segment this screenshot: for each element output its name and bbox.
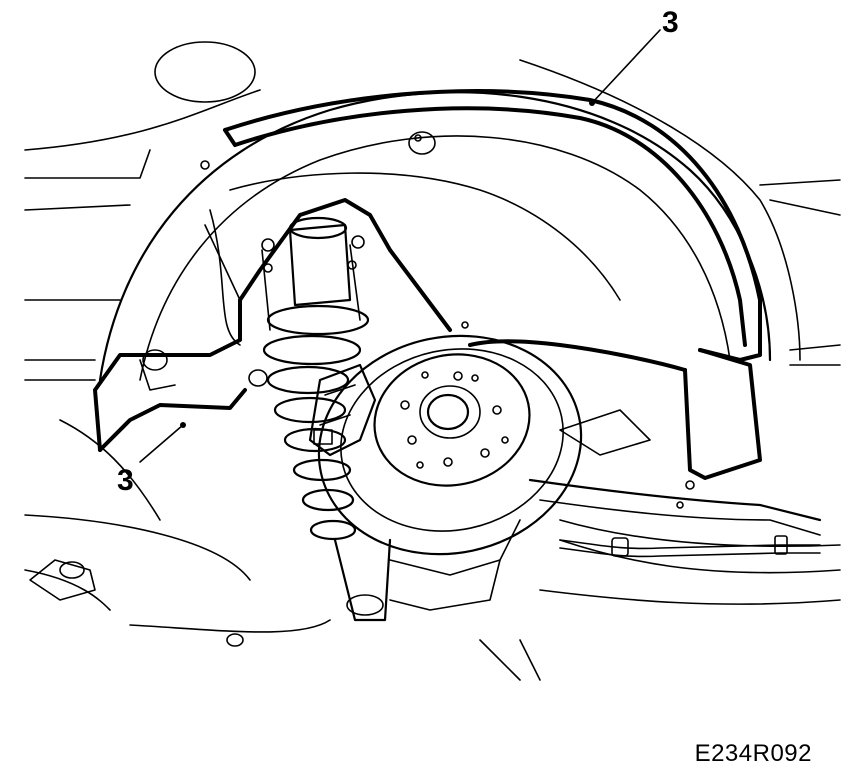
callout-bottom: 3 — [117, 422, 186, 497]
suspension-arm — [333, 409, 822, 622]
brake-disc — [317, 334, 583, 556]
wheelhouse-outline — [98, 91, 772, 509]
figure-code: E234R092 — [694, 740, 812, 767]
callout-top: 3 — [589, 6, 679, 106]
shock-absorber — [261, 216, 365, 331]
brake-line — [559, 535, 821, 558]
coil-spring — [248, 304, 370, 541]
callout-bottom-label: 3 — [117, 464, 134, 497]
body-outline — [24, 41, 841, 681]
callout-top-label: 3 — [662, 6, 679, 39]
wheel-arch-liner — [93, 89, 762, 480]
